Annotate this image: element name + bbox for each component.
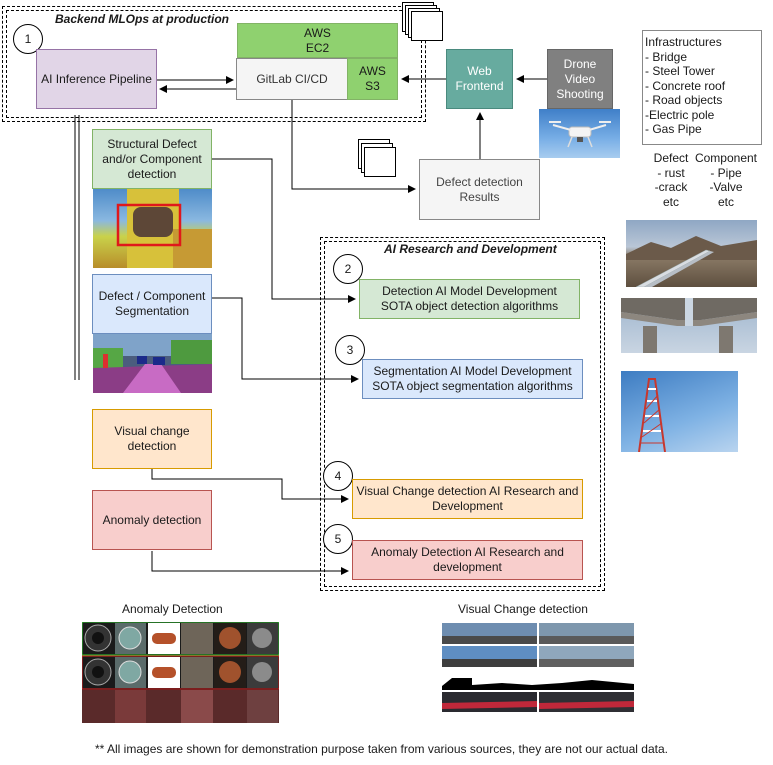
visual-change-research[interactable]: Visual Change detection AI Research and … bbox=[352, 479, 583, 519]
infrastructure-item: - Concrete roof bbox=[645, 78, 726, 93]
aws-ec2[interactable]: AWS EC2 bbox=[237, 23, 398, 58]
segmentation-model-development[interactable]: Segmentation AI Model Development SOTA o… bbox=[362, 359, 583, 399]
anomaly-detection[interactable]: Anomaly detection bbox=[92, 490, 212, 550]
documents-icon-top bbox=[402, 2, 444, 42]
ai-research-frame bbox=[320, 237, 605, 591]
drone-image bbox=[539, 109, 620, 158]
infrastructures-list: Infrastructures - Bridge - Steel Tower -… bbox=[642, 30, 762, 145]
arrow-anomaly-to-anomaly-dev bbox=[151, 551, 349, 575]
ai-research-title: AI Research and Development bbox=[384, 242, 557, 256]
step-4-marker: 4 bbox=[323, 461, 353, 491]
results-line2: Results bbox=[459, 189, 500, 204]
defect-component-segmentation[interactable]: Defect / Component Segmentation bbox=[92, 274, 212, 334]
det-dev-line1: Detection AI Model Development bbox=[382, 284, 557, 298]
segmentation-line2: Segmentation bbox=[114, 304, 190, 318]
web-frontend[interactable]: Web Frontend bbox=[446, 49, 513, 109]
component-column: Component - Pipe -Valve etc bbox=[694, 151, 758, 209]
infrastructure-item: - Bridge bbox=[645, 49, 688, 64]
step-3-marker: 3 bbox=[335, 335, 365, 365]
arrow-segmentation-to-seg-dev bbox=[212, 297, 359, 383]
anomaly-sample-grid bbox=[82, 622, 279, 723]
arrow-structural-to-detection-dev bbox=[212, 158, 356, 303]
component-item: - Pipe bbox=[710, 165, 742, 180]
aws-ec2-line2: EC2 bbox=[305, 40, 330, 55]
an-dev-line1: Anomaly Detection AI Research and bbox=[371, 545, 564, 559]
pipeline-image bbox=[626, 220, 757, 287]
results-line1: Defect detection bbox=[436, 174, 523, 189]
aws-s3-line2: S3 bbox=[365, 79, 380, 93]
step-2-marker: 2 bbox=[333, 254, 363, 284]
infrastructure-item: -Electric pole bbox=[645, 107, 715, 122]
seg-dev-line2: SOTA object segmentation algorithms bbox=[372, 379, 573, 393]
defect-column: Defect - rust -crack etc bbox=[648, 151, 694, 209]
visual-change-sample-grid bbox=[442, 623, 634, 712]
component-item: -Valve bbox=[709, 180, 743, 194]
arrow-visual-to-vc-dev bbox=[151, 469, 349, 503]
footnote: ** All images are shown for demonstratio… bbox=[95, 742, 668, 756]
structural-line1: Structural Defect bbox=[107, 136, 197, 151]
det-dev-line2: SOTA object detection algorithms bbox=[380, 299, 559, 313]
anomaly-detection-research[interactable]: Anomaly Detection AI Research and develo… bbox=[352, 540, 583, 580]
aws-ec2-line1: AWS bbox=[304, 25, 331, 40]
infrastructure-item: - Steel Tower bbox=[645, 64, 715, 78]
steel-tower-image bbox=[621, 371, 738, 452]
documents-icon-mid bbox=[358, 139, 400, 179]
step-5-marker: 5 bbox=[323, 524, 353, 554]
defect-item: - rust bbox=[657, 165, 685, 180]
structural-line3: detection bbox=[127, 166, 177, 181]
visual-line1: Visual change bbox=[114, 424, 190, 438]
component-item: etc bbox=[717, 194, 734, 209]
backend-mlops-frame-inner bbox=[6, 10, 422, 118]
gitlab-ci-cd[interactable]: GitLab CI/CD bbox=[236, 58, 348, 100]
vc-dev-line2: Development bbox=[432, 499, 503, 513]
segmentation-line1: Defect / Component bbox=[98, 289, 206, 303]
drone-line3: Shooting bbox=[556, 86, 604, 101]
backend-mlops-frame bbox=[2, 6, 426, 122]
visual-change-detection[interactable]: Visual change detection bbox=[92, 409, 212, 469]
drone-video-shooting[interactable]: Drone Video Shooting bbox=[547, 49, 613, 109]
ai-inference-pipeline[interactable]: AI Inference Pipeline bbox=[36, 49, 157, 109]
segmentation-mask-image bbox=[93, 334, 212, 393]
visual-change-gallery-caption: Visual Change detection bbox=[458, 602, 588, 616]
defect-detection-results[interactable]: Defect detection Results bbox=[419, 159, 540, 220]
defect-item: -crack bbox=[654, 180, 688, 194]
defect-item: etc bbox=[662, 194, 679, 209]
web-frontend-line1: Web bbox=[467, 64, 492, 78]
structural-line2: and/or Component bbox=[102, 151, 202, 166]
structural-defect-detection[interactable]: Structural Defect and/or Component detec… bbox=[92, 129, 212, 189]
seg-dev-line1: Segmentation AI Model Development bbox=[373, 364, 572, 378]
aws-s3[interactable]: AWS S3 bbox=[347, 58, 398, 100]
an-dev-line2: development bbox=[433, 560, 502, 574]
bridge-image bbox=[621, 298, 757, 353]
aws-s3-line1: AWS bbox=[359, 64, 386, 78]
infrastructures-title: Infrastructures bbox=[645, 35, 722, 49]
infrastructure-item: - Road objects bbox=[645, 93, 723, 107]
drone-line1: Drone bbox=[563, 56, 597, 71]
arrow-gitlab-to-results bbox=[291, 100, 416, 193]
backend-mlops-title: Backend MLOps at production bbox=[55, 12, 230, 26]
anomaly-gallery-caption: Anomaly Detection bbox=[122, 602, 223, 616]
infrastructure-item: - Gas Pipe bbox=[645, 122, 702, 136]
drone-line2: Video bbox=[564, 71, 596, 86]
visual-line2: detection bbox=[127, 439, 177, 453]
rust-pipe-image bbox=[93, 189, 212, 268]
component-header: Component bbox=[694, 151, 758, 165]
defect-header: Defect bbox=[653, 151, 689, 165]
vc-dev-line1: Visual Change detection AI Research and bbox=[356, 484, 579, 498]
ai-research-frame-inner bbox=[324, 241, 601, 587]
detection-model-development[interactable]: Detection AI Model Development SOTA obje… bbox=[359, 279, 580, 319]
web-frontend-line2: Frontend bbox=[455, 79, 504, 93]
